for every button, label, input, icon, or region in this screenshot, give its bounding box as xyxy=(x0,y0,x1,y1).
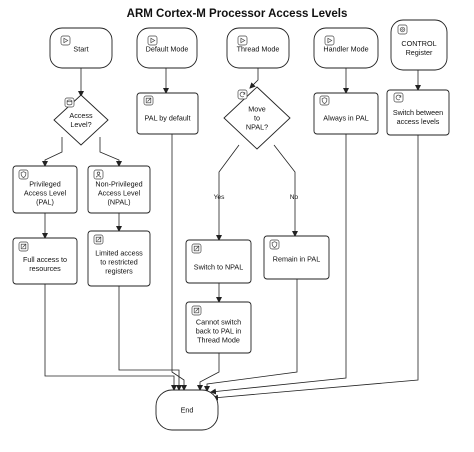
control-register-label-line: Register xyxy=(406,48,433,57)
remain-pal-label-line: Remain in PAL xyxy=(273,255,320,264)
limited-access-shape xyxy=(87,230,151,287)
non-privileged-label-line: (NPAL) xyxy=(107,198,130,207)
thread-mode-label-line: Thread Mode xyxy=(237,45,280,54)
user-icon xyxy=(93,169,104,180)
switch-npal-shape xyxy=(185,239,252,284)
edge-thread-move xyxy=(249,68,259,89)
end-label-line: End xyxy=(181,406,194,415)
edge-access-nonprivileged xyxy=(99,137,122,167)
move-npal-label-line: Move xyxy=(248,105,266,114)
switch-levels-label-line: Switch between xyxy=(393,108,443,117)
edge-label-yes: Yes xyxy=(214,194,225,201)
default-mode-label-line: Default Mode xyxy=(146,45,189,54)
shield-icon xyxy=(319,95,330,106)
edit-icon xyxy=(18,241,29,252)
play-icon xyxy=(147,35,158,46)
cannot-switch-label-line: back to PAL in xyxy=(196,327,242,336)
edge-always-end xyxy=(210,134,347,395)
edge-cannot-end xyxy=(197,353,220,391)
nodes: Start Default Mode Thread Mode Handler M… xyxy=(12,19,450,431)
full-access-label-line: resources xyxy=(29,264,61,273)
limited-access-label-line: Limited access xyxy=(95,249,143,258)
pal-default-label-line: PAL by default xyxy=(145,114,191,123)
edges: Yes No xyxy=(42,68,421,401)
refresh-icon xyxy=(393,92,404,103)
play-icon xyxy=(60,35,71,46)
edge-full-end xyxy=(44,284,177,391)
database-icon xyxy=(64,97,75,108)
shield-icon xyxy=(269,239,280,250)
edit-icon xyxy=(93,234,104,245)
edge-label-no: No xyxy=(290,194,299,201)
limited-access-label-line: to restricted xyxy=(100,258,138,267)
privileged-shape xyxy=(12,165,78,214)
edge-move-yes xyxy=(216,144,240,241)
always-pal-label-line: Always in PAL xyxy=(323,114,368,123)
edge-limited-end xyxy=(118,286,182,391)
edge-switch-end xyxy=(212,135,419,401)
node-end: End xyxy=(155,389,219,431)
full-access-shape xyxy=(12,237,78,285)
privileged-label-line: Access Level xyxy=(24,189,67,198)
edit-icon xyxy=(191,305,202,316)
gear-icon xyxy=(397,24,408,35)
access-level-label-line: Level? xyxy=(70,120,91,129)
privileged-label-line: (PAL) xyxy=(36,198,54,207)
non-privileged-label-line: Non-Privileged xyxy=(95,180,142,189)
full-access-label-line: Full access to xyxy=(23,255,67,264)
edge-remain-end xyxy=(204,279,298,392)
remain-pal-shape xyxy=(263,235,330,280)
control-register-label-line: CONTROL xyxy=(401,39,436,48)
refresh-icon xyxy=(237,89,248,100)
node-default-mode: Default Mode xyxy=(136,27,198,69)
limited-access-label-line: registers xyxy=(105,267,133,276)
privileged-label-line: Privileged xyxy=(29,180,61,189)
shield-icon xyxy=(18,169,29,180)
move-npal-label-line: to xyxy=(254,114,260,123)
play-icon xyxy=(324,35,335,46)
play-icon xyxy=(237,35,248,46)
cannot-switch-label-line: Cannot switch xyxy=(196,318,241,327)
end-shape xyxy=(155,389,219,431)
move-npal-shape xyxy=(223,86,291,150)
edge-access-privileged xyxy=(42,137,63,167)
start-label-line: Start xyxy=(73,45,88,54)
access-level-label-line: Access xyxy=(69,111,93,120)
cannot-switch-shape xyxy=(185,301,252,354)
node-pal-default: PAL by default xyxy=(136,92,199,135)
node-start: Start xyxy=(49,27,113,69)
always-pal-shape xyxy=(313,92,379,135)
switch-levels-label-line: access levels xyxy=(397,117,440,126)
non-privileged-label-line: Access Level xyxy=(98,189,141,198)
node-handler-mode: Handler Mode xyxy=(313,27,379,69)
node-remain-pal: Remain in PAL xyxy=(263,235,330,280)
node-thread-mode: Thread Mode xyxy=(226,27,290,69)
edge-pal-end xyxy=(171,134,187,391)
handler-mode-label-line: Handler Mode xyxy=(323,45,368,54)
edit-icon xyxy=(191,243,202,254)
cannot-switch-label-line: Thread Mode xyxy=(197,336,240,345)
node-always-pal: Always in PAL xyxy=(313,92,379,135)
node-switch-npal: Switch to NPAL xyxy=(185,239,252,284)
switch-npal-label-line: Switch to NPAL xyxy=(194,263,243,272)
edit-icon xyxy=(143,95,154,106)
diagram-title: ARM Cortex-M Processor Access Levels xyxy=(127,8,348,20)
edge-move-no xyxy=(273,144,298,237)
non-privileged-shape xyxy=(87,165,151,214)
access-level-shape xyxy=(53,94,109,146)
move-npal-label-line: NPAL? xyxy=(246,123,268,132)
